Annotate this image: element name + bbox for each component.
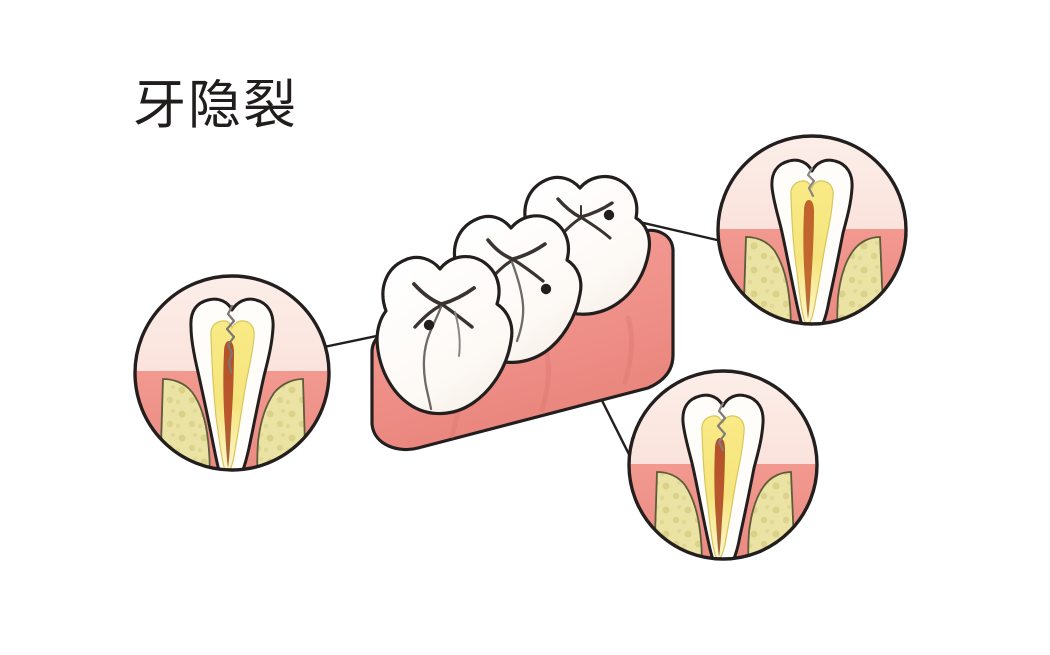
molar-middle-marker (540, 283, 552, 295)
molar-front-left-body (375, 254, 514, 416)
molar-front-left-fissure (412, 282, 476, 329)
molar-front-left-marker (423, 319, 435, 331)
crack-line (716, 401, 727, 452)
detail-circle-severe (133, 274, 331, 472)
molar-middle-crack (510, 260, 525, 343)
molar-back-right-fissure (556, 197, 614, 240)
detail-circle-moderate-border (627, 369, 819, 561)
lower-molar-arch-block (370, 174, 675, 452)
pulp-canal (803, 200, 814, 319)
crack-line (225, 304, 236, 374)
molar-back-right-marker (603, 209, 615, 221)
molar-front-left-crack-secondary (454, 311, 461, 357)
detail-circle-mild-border (716, 134, 908, 326)
detail-circle-moderate (627, 369, 819, 561)
pulp-canal (714, 438, 725, 557)
page-title: 牙隐裂 (133, 75, 298, 136)
detail-circle-mild (716, 134, 908, 326)
detail-circle-severe-border (133, 274, 331, 472)
molar-front-left (375, 254, 514, 416)
crack-line (806, 166, 816, 198)
